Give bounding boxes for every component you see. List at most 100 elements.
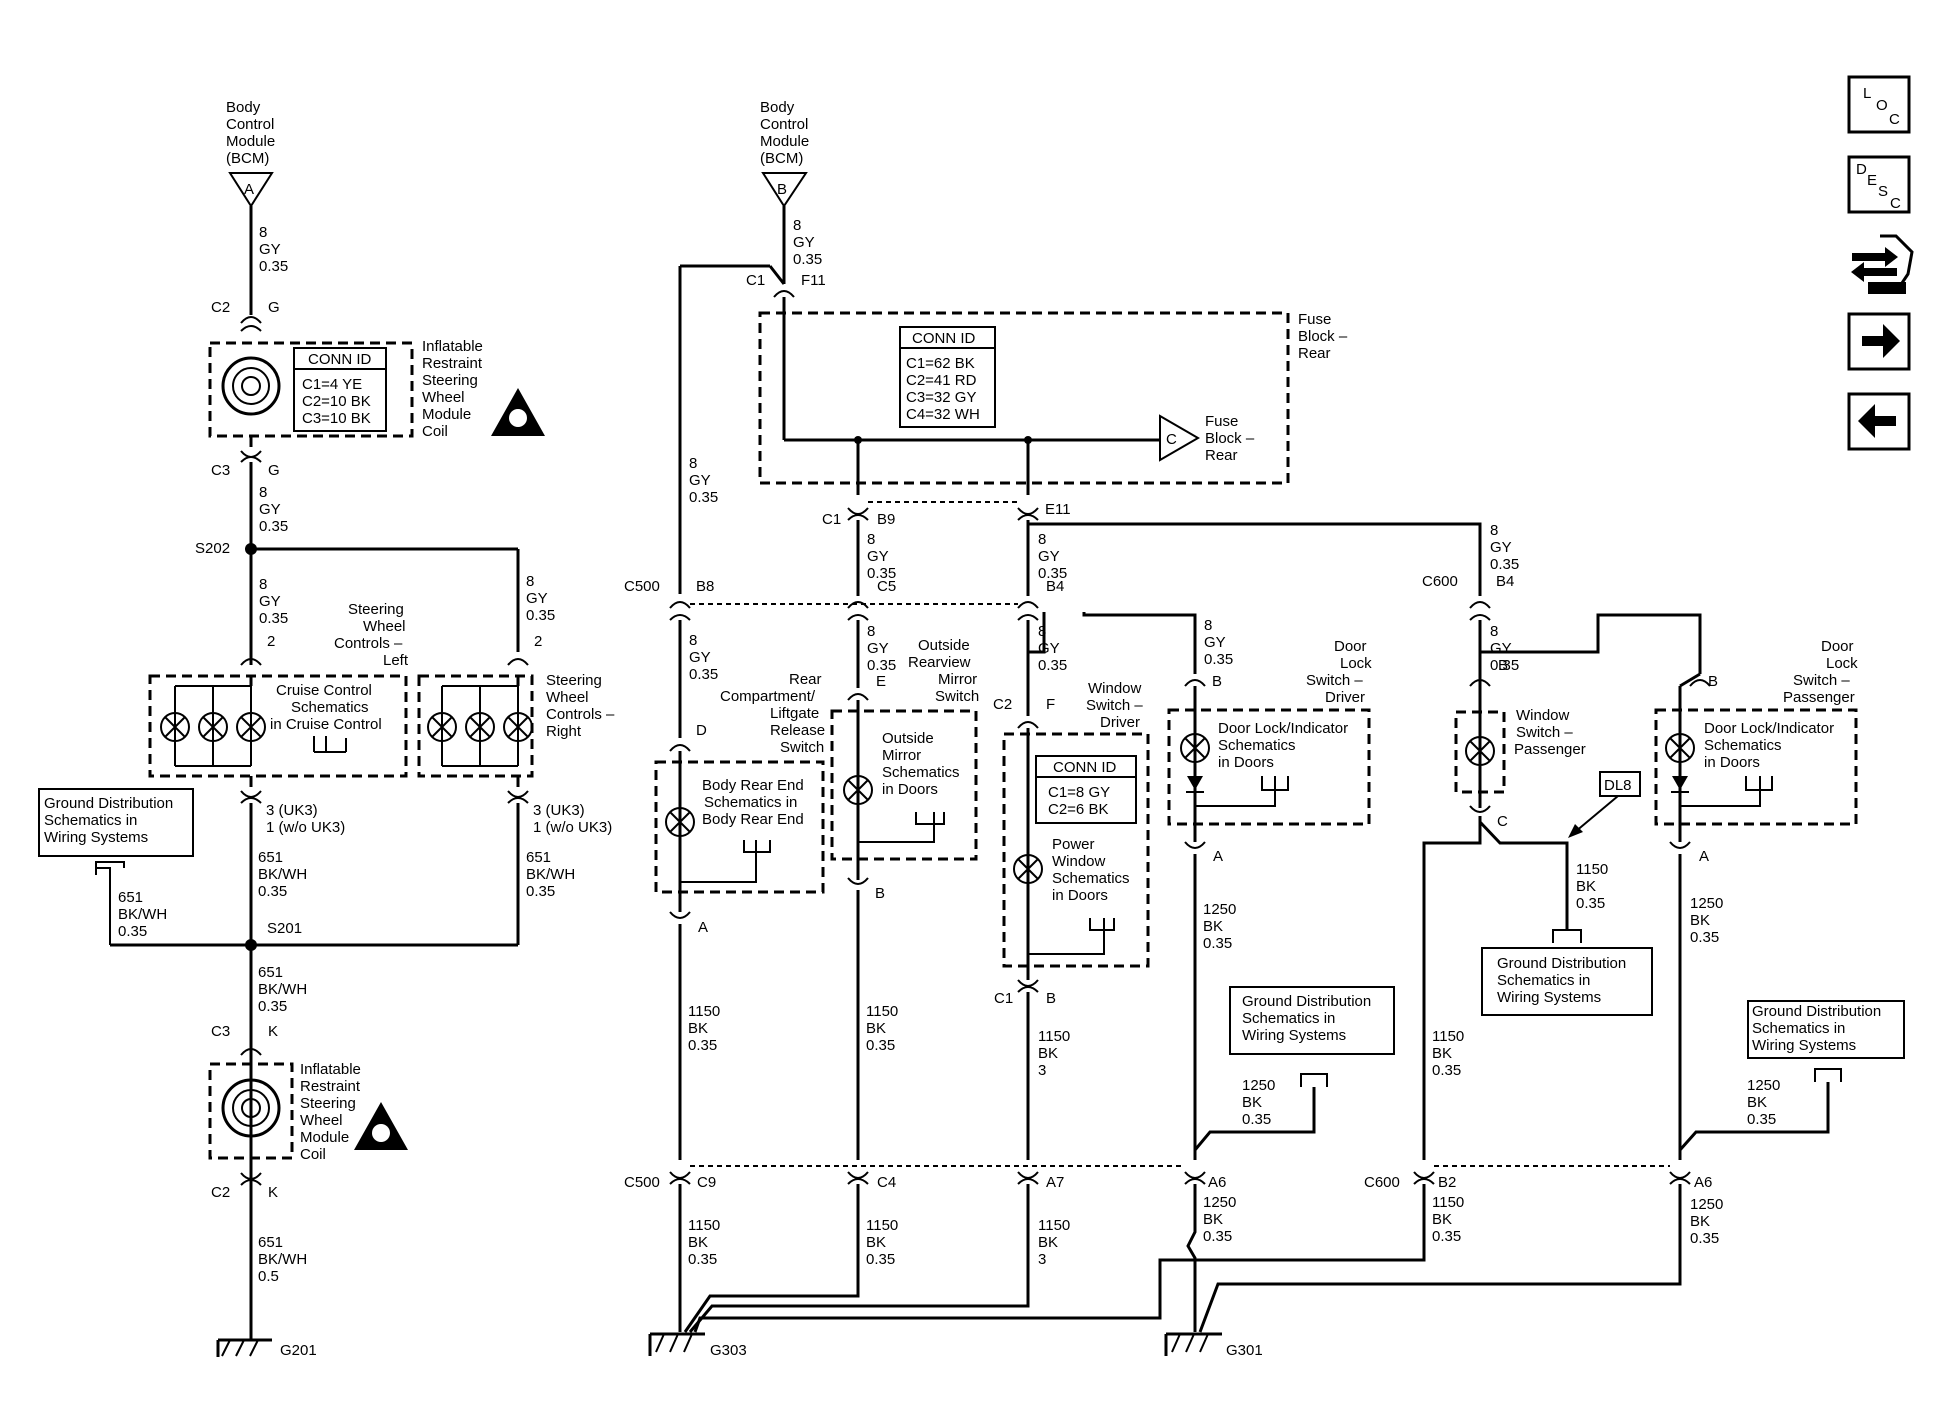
svg-text:CONN ID: CONN ID bbox=[308, 351, 372, 368]
svg-text:Wheel: Wheel bbox=[546, 689, 589, 706]
svg-text:Rearview: Rearview bbox=[908, 654, 971, 671]
sw-right-label: Steering Wheel Controls – Right bbox=[546, 672, 615, 740]
left-section: Body Control Module (BCM) A 8 GY 0.35 C2… bbox=[38, 99, 615, 1359]
svg-text:BK: BK bbox=[1432, 1045, 1452, 1062]
svg-text:GY: GY bbox=[1490, 539, 1512, 556]
loc-button[interactable]: L O C bbox=[1847, 75, 1911, 134]
lamp-icon bbox=[1013, 854, 1043, 884]
svg-text:Mirror: Mirror bbox=[938, 671, 977, 688]
svg-text:Window: Window bbox=[1088, 680, 1142, 697]
svg-text:A: A bbox=[1213, 848, 1223, 865]
svg-text:B: B bbox=[1046, 990, 1056, 1007]
svg-text:Module: Module bbox=[226, 133, 275, 150]
svg-text:C1: C1 bbox=[822, 511, 841, 528]
svg-text:3: 3 bbox=[1038, 1062, 1046, 1079]
lamp-icon bbox=[843, 775, 873, 805]
svg-text:0.35: 0.35 bbox=[866, 1037, 895, 1054]
svg-text:Mirror: Mirror bbox=[882, 747, 921, 764]
svg-text:1150: 1150 bbox=[866, 1217, 898, 1234]
svg-text:E11: E11 bbox=[1045, 501, 1071, 518]
svg-text:Passenger: Passenger bbox=[1783, 689, 1855, 706]
svg-text:Door Lock/Indicator: Door Lock/Indicator bbox=[1218, 720, 1348, 737]
arrow-right-icon[interactable] bbox=[1847, 312, 1911, 371]
svg-text:8: 8 bbox=[259, 484, 267, 501]
svg-text:0.35: 0.35 bbox=[259, 610, 288, 627]
svg-text:in Doors: in Doors bbox=[1218, 754, 1274, 771]
svg-text:C2=41 RD: C2=41 RD bbox=[906, 372, 977, 389]
svg-text:C1: C1 bbox=[746, 272, 765, 289]
svg-text:0.35: 0.35 bbox=[867, 565, 896, 582]
fuse-block-label: Fuse Block – Rear bbox=[1298, 311, 1348, 362]
wire-label: 8 GY 0.35 bbox=[793, 217, 822, 268]
svg-text:DL8: DL8 bbox=[1604, 777, 1632, 794]
svg-text:Restraint: Restraint bbox=[422, 355, 483, 372]
svg-text:Schematics: Schematics bbox=[1218, 737, 1296, 754]
airbag-warning-icon bbox=[491, 388, 545, 436]
svg-text:Wheel: Wheel bbox=[422, 389, 465, 406]
svg-text:BK: BK bbox=[1038, 1045, 1058, 1062]
svg-text:2: 2 bbox=[267, 633, 275, 650]
svg-text:1150: 1150 bbox=[1576, 861, 1608, 878]
ground-icon bbox=[216, 1338, 272, 1357]
desc-button[interactable]: D E S C bbox=[1847, 155, 1911, 214]
coil-icon bbox=[221, 1078, 281, 1138]
svg-text:Body: Body bbox=[226, 99, 261, 116]
svg-text:A6: A6 bbox=[1208, 1174, 1226, 1191]
svg-text:C600: C600 bbox=[1364, 1174, 1400, 1191]
svg-text:0.35: 0.35 bbox=[689, 666, 718, 683]
svg-text:C: C bbox=[1497, 813, 1508, 830]
coil-icon bbox=[221, 356, 281, 416]
svg-text:Wiring Systems: Wiring Systems bbox=[44, 829, 148, 846]
svg-text:Schematics: Schematics bbox=[1704, 737, 1782, 754]
svg-text:C600: C600 bbox=[1422, 573, 1458, 590]
svg-text:B9: B9 bbox=[877, 511, 895, 528]
svg-text:Coil: Coil bbox=[300, 1146, 326, 1163]
svg-text:B: B bbox=[777, 181, 787, 198]
arrow-icon bbox=[1568, 824, 1583, 838]
svg-text:C2: C2 bbox=[211, 299, 230, 316]
svg-text:Switch: Switch bbox=[780, 739, 824, 756]
svg-text:B2: B2 bbox=[1438, 1174, 1456, 1191]
lamp-icon bbox=[1665, 733, 1695, 763]
svg-text:B4: B4 bbox=[1496, 573, 1514, 590]
svg-text:BK: BK bbox=[1690, 912, 1710, 929]
svg-text:GY: GY bbox=[1038, 548, 1060, 565]
svg-text:GY: GY bbox=[1038, 640, 1060, 657]
svg-text:BK: BK bbox=[1242, 1094, 1262, 1111]
svg-text:8: 8 bbox=[793, 217, 801, 234]
svg-text:1150: 1150 bbox=[866, 1003, 898, 1020]
svg-text:C3=10 BK: C3=10 BK bbox=[302, 410, 371, 427]
svg-text:in Cruise Control: in Cruise Control bbox=[270, 716, 382, 733]
svg-text:0.35: 0.35 bbox=[259, 518, 288, 535]
irsw-bottom-box bbox=[208, 1062, 294, 1160]
svg-text:B: B bbox=[1708, 673, 1718, 690]
svg-text:Fuse: Fuse bbox=[1205, 413, 1238, 430]
svg-text:1150: 1150 bbox=[1432, 1194, 1464, 1211]
conn-id-box bbox=[293, 347, 387, 432]
svg-text:Fuse: Fuse bbox=[1298, 311, 1331, 328]
svg-text:Restraint: Restraint bbox=[300, 1078, 361, 1095]
wire-label: 1250 BK 0.35 bbox=[1747, 1077, 1780, 1128]
service-tools-icon[interactable] bbox=[1850, 234, 1914, 294]
svg-text:Door: Door bbox=[1821, 638, 1854, 655]
svg-text:C: C bbox=[1166, 431, 1177, 448]
svg-text:Lock: Lock bbox=[1340, 655, 1372, 672]
svg-text:1250: 1250 bbox=[1690, 895, 1723, 912]
rear-liftgate-box bbox=[654, 760, 825, 894]
svg-text:Door: Door bbox=[1334, 638, 1367, 655]
svg-text:1 (w/o UK3): 1 (w/o UK3) bbox=[266, 819, 345, 836]
svg-text:C3=32 GY: C3=32 GY bbox=[906, 389, 976, 406]
svg-text:Module: Module bbox=[760, 133, 809, 150]
arrow-left-icon[interactable] bbox=[1847, 392, 1911, 451]
window-switch-driver-box bbox=[1002, 732, 1150, 968]
lamp-icon bbox=[665, 807, 695, 837]
svg-text:Rear: Rear bbox=[1205, 447, 1238, 464]
svg-text:Driver: Driver bbox=[1325, 689, 1365, 706]
svg-text:C2=6 BK: C2=6 BK bbox=[1048, 801, 1108, 818]
svg-text:3 (UK3): 3 (UK3) bbox=[533, 802, 585, 819]
svg-text:0.35: 0.35 bbox=[1204, 651, 1233, 668]
svg-text:Schematics: Schematics bbox=[882, 764, 960, 781]
svg-text:Steering: Steering bbox=[348, 601, 404, 618]
wire-label: 651 BK/WH 0.35 651 BK/WH 0.35 651 BK/WH … bbox=[118, 849, 575, 940]
svg-text:BK: BK bbox=[1203, 918, 1223, 935]
